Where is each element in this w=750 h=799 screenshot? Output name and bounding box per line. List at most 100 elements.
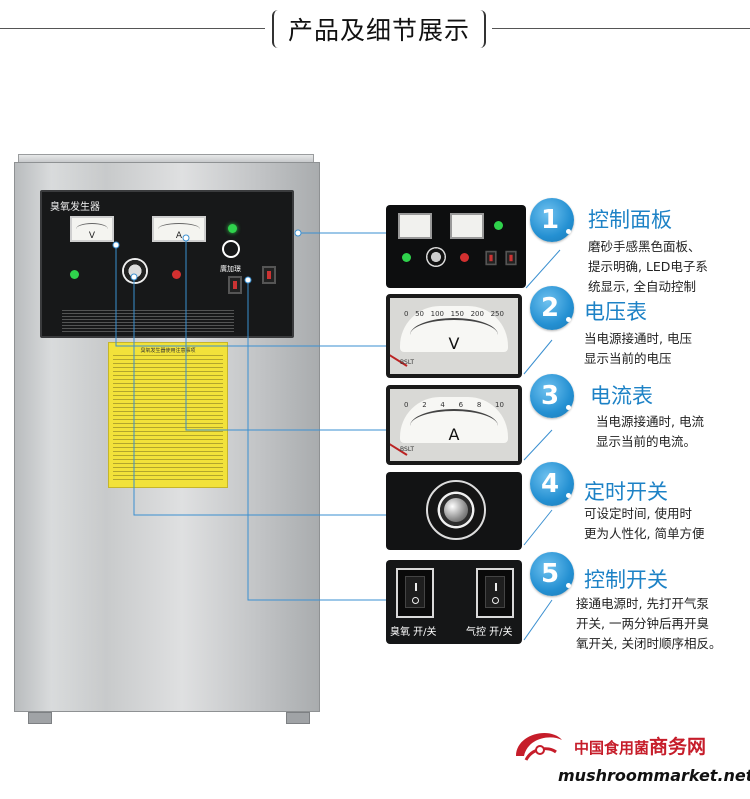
panel-title: 臭氧发生器 [50,202,100,213]
detail1-ozone-switch [485,250,497,266]
ammeter-tick: 6 [458,401,464,409]
panel-voltmeter: V [70,216,114,242]
detail-control-switches: 臭氧 开/关 气控 开/关 [386,560,522,644]
voltmeter-tick: 150 [450,310,464,318]
feature-desc-line: 显示当前的电压 [584,351,672,366]
feature-number-text: 5 [540,559,560,589]
voltmeter-tick: 250 [490,310,504,318]
panel-fine-print [62,310,234,332]
voltmeter-tick: 50 [415,310,424,318]
gas-switch-icon [476,568,514,618]
detail1-power-led [402,253,411,262]
detail1-ozone-led [494,221,503,230]
feature-number-text: 2 [540,293,560,323]
feature-title-4: 定时开关 [584,480,668,504]
feature-desc-line: 更为人性化, 简单方便 [584,526,705,541]
header-frame: 产品及细节展示 [272,10,486,48]
ammeter-tick: 0 [404,401,409,409]
ozone-switch-label: 臭氧 开/关 [390,627,437,638]
warning-sticker: 臭氧发生器使用注意事项 [108,342,228,488]
detail1-timer-knob [426,247,446,267]
ammeter-tick: 8 [476,401,482,409]
feature-number-text: 1 [540,205,560,235]
header-line-right [492,28,750,29]
machine-top-lid [18,154,314,164]
feature-number-2: 2 [530,286,574,330]
feature-desc-line: 氧开关, 关闭时顺序相反。 [576,636,722,651]
detail-voltmeter: 0 50 100 150 200 250 V BSLT [386,294,522,378]
voltmeter-tick: 200 [470,310,484,318]
panel-voltmeter-unit: V [88,231,96,241]
ammeter-tick: 10 [495,401,504,409]
page-title: 产品及细节展示 [287,16,470,45]
feature-desc-line: 当电源接通时, 电流 [596,414,704,429]
ozone-indicator-led [228,224,237,233]
feature-number-text: 3 [540,381,560,411]
feature-title-3: 电流表 [590,384,653,408]
detail1-gas-switch [505,250,517,266]
panel-ammeter: A [152,216,206,242]
sticker-title: 臭氧发生器使用注意事项 [140,348,196,354]
voltmeter-tick: 100 [430,310,444,318]
mushroom-logo-icon [516,733,562,761]
watermark-cn-text: 中国食用菌 [574,739,650,757]
feature-desc-line: 可设定时间, 使用时 [584,506,692,521]
feature-number-text: 4 [540,469,560,499]
gas-rocker-switch[interactable] [262,266,276,284]
detail1-ammeter [450,213,484,239]
voltmeter-unit: V [448,334,460,353]
sticker-body [113,355,223,483]
detail1-timer-led [460,253,469,262]
feature-desc-3: 当电源接通时, 电流 显示当前的电流。 [596,412,704,452]
feature-desc-line: 当电源接通时, 电压 [584,331,692,346]
feature-desc-line: 接通电源时, 先打开气泵 [576,596,709,611]
site-watermark: 中国食用菌商务网 mushroommarket.net [510,726,750,796]
feature-desc-line: 开关, 一两分钟后再开臭 [576,616,709,631]
feature-desc-line: 统显示, 全自动控制 [588,279,696,294]
detail-ammeter: 0 2 4 6 8 10 A BSLT [386,385,522,465]
feature-title-2: 电压表 [584,300,647,324]
detail-timer-switch [386,472,522,550]
feature-title-1: 控制面板 [588,208,672,232]
feature-number-1: 1 [530,198,574,242]
detail-control-panel [386,205,526,288]
detail1-voltmeter [398,213,432,239]
timer-led [172,270,181,279]
header-line-left [0,28,265,29]
feature-number-3: 3 [530,374,574,418]
voltmeter-face: 0 50 100 150 200 250 V [400,306,508,353]
feature-desc-line: 磨砂手感黑色面板、 [588,239,701,254]
voltmeter-ticks: 0 50 100 150 200 250 [404,310,504,318]
machine-foot-right [286,712,310,724]
brand-logo-icon [222,240,240,258]
ammeter-face: 0 2 4 6 8 10 A [400,397,508,444]
feature-desc-5: 接通电源时, 先打开气泵 开关, 一两分钟后再开臭 氧开关, 关闭时顺序相反。 [576,594,721,654]
watermark-chinese: 中国食用菌商务网 [574,732,706,759]
ammeter-brand: BSLT [400,446,415,453]
ammeter-tick: 4 [440,401,445,409]
voltmeter-tick: 0 [404,310,409,318]
watermark-url: mushroommarket.net [558,766,750,785]
timer-knob-cap-icon [444,498,468,522]
power-led [70,270,79,279]
feature-number-5: 5 [530,552,574,596]
voltmeter-brand: BSLT [400,359,415,366]
watermark-cn-big: 商务网 [649,736,707,758]
ozone-switch-icon [396,568,434,618]
timer-knob[interactable] [122,258,148,284]
feature-title-5: 控制开关 [584,568,668,592]
feature-number-4: 4 [530,462,574,506]
panel-ammeter-unit: A [175,231,183,241]
ammeter-unit: A [448,425,460,444]
feature-desc-line: 提示明确, LED电子系 [588,259,708,274]
machine-foot-left [28,712,52,724]
ammeter-tick: 2 [422,401,427,409]
feature-desc-1: 磨砂手感黑色面板、 提示明确, LED电子系 统显示, 全自动控制 [588,237,708,297]
feature-desc-2: 当电源接通时, 电压 显示当前的电压 [584,329,692,369]
gas-switch-label: 气控 开/关 [466,627,513,638]
ozone-rocker-switch[interactable] [228,276,242,294]
brand-logo-text: 廣加璟 [220,265,241,273]
feature-desc-line: 显示当前的电流。 [596,434,697,449]
ammeter-ticks: 0 2 4 6 8 10 [404,401,504,409]
feature-desc-4: 可设定时间, 使用时 更为人性化, 简单方便 [584,504,704,544]
